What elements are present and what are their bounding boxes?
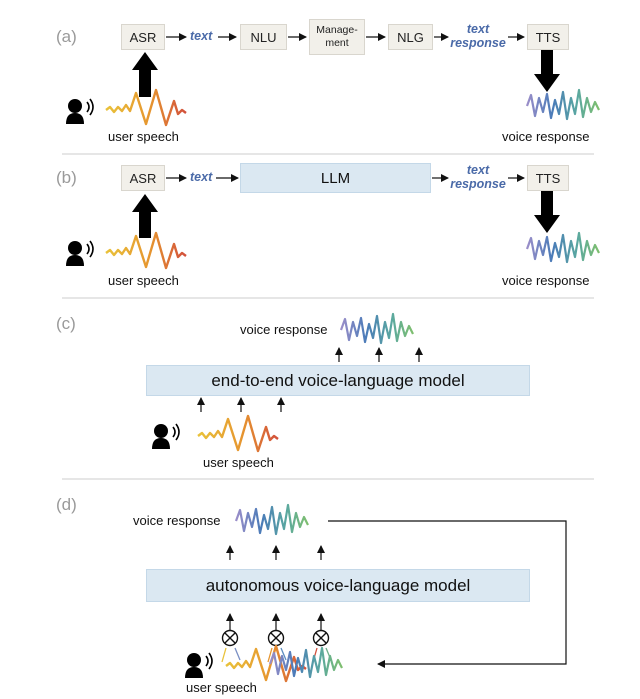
management-box: Manage- ment (309, 19, 365, 55)
text-response-label: text response (446, 22, 510, 50)
multiply-circle-icon (312, 629, 330, 647)
panel-b-arrows (132, 174, 560, 238)
voice-waveform-a (525, 88, 601, 121)
panel-c-arrows (197, 347, 423, 412)
multiply-circle-icon (221, 629, 239, 647)
panel-label-d: (d) (56, 495, 77, 514)
voice-response-label: voice response (502, 273, 590, 288)
panel-a-arrows (132, 33, 560, 97)
nlg-box: NLG (388, 24, 433, 50)
panel-d-arrows (226, 520, 567, 668)
llm-box: LLM (240, 163, 431, 193)
user-speech-label: user speech (108, 129, 179, 144)
panel-divider (62, 478, 594, 480)
voice-waveform-d-input (268, 646, 344, 679)
person-speaking-icon (65, 98, 94, 125)
asr-box: ASR (121, 165, 165, 191)
voice-response-label: voice response (240, 322, 328, 337)
voice-waveform-b (525, 231, 601, 264)
asr-box: ASR (121, 24, 165, 50)
voice-waveform-c (339, 312, 415, 345)
text-response-line2: response (450, 177, 506, 191)
person-speaking-icon (151, 423, 180, 450)
user-speech-label: user speech (108, 273, 179, 288)
voice-response-label: voice response (133, 513, 221, 528)
text-label: text (190, 29, 213, 43)
user-speech-label: user speech (203, 455, 274, 470)
text-response-line1: text (466, 163, 490, 177)
text-response-line1: text (466, 22, 490, 36)
end-to-end-model-box: end-to-end voice-language model (146, 365, 530, 396)
autonomous-model-box: autonomous voice-language model (146, 569, 530, 602)
user-speech-label: user speech (186, 680, 257, 695)
text-response-label: text response (446, 163, 510, 191)
text-response-line2: response (450, 36, 506, 50)
panel-label-c: (c) (56, 314, 76, 333)
voice-response-label: voice response (502, 129, 590, 144)
management-label-line2: ment (325, 37, 349, 49)
speech-waveform-c (196, 414, 280, 453)
panel-divider (62, 153, 594, 155)
nlu-box: NLU (240, 24, 287, 50)
speech-waveform-b (104, 231, 188, 270)
management-label-line1: Manage- (316, 24, 358, 36)
person-speaking-icon (184, 652, 213, 679)
tts-box: TTS (527, 24, 569, 50)
tts-box: TTS (527, 165, 569, 191)
text-label: text (190, 170, 213, 184)
panel-divider (62, 297, 594, 299)
voice-waveform-d (234, 503, 310, 536)
multiply-circle-icon (267, 629, 285, 647)
panel-label-b: (b) (56, 168, 77, 187)
panel-label-a: (a) (56, 27, 77, 46)
person-speaking-icon (65, 240, 94, 267)
